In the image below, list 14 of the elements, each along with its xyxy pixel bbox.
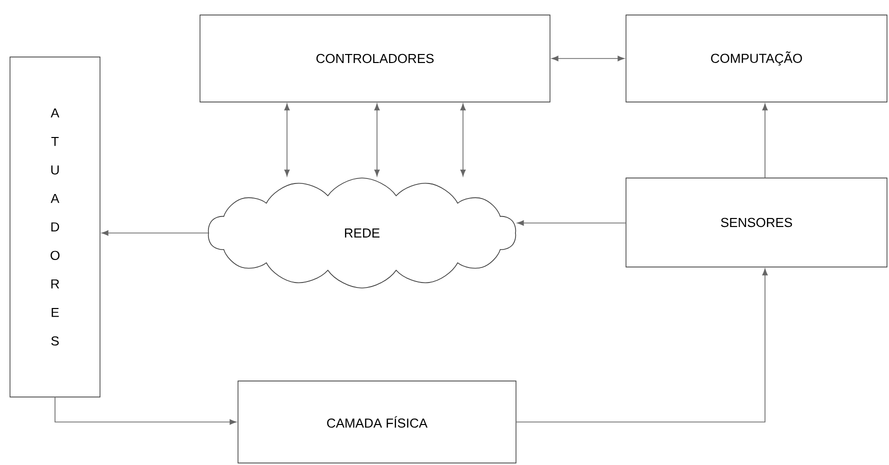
process-box: CONTROLADORES <box>200 14 550 102</box>
actuator-box: A T U A D O R E S <box>10 56 100 398</box>
arrow <box>102 230 209 236</box>
arrow <box>517 220 626 226</box>
process-box: CAMADA FÍSICA <box>238 380 516 464</box>
process-box: COMPUTAÇÃO <box>626 14 888 102</box>
arrow <box>460 104 466 176</box>
arrow <box>762 104 768 178</box>
arrow <box>284 104 290 176</box>
arrow <box>374 104 380 176</box>
arrow <box>54 396 236 425</box>
arrow <box>516 268 768 422</box>
process-box: SENSORES <box>626 178 888 268</box>
arrow <box>552 56 624 62</box>
